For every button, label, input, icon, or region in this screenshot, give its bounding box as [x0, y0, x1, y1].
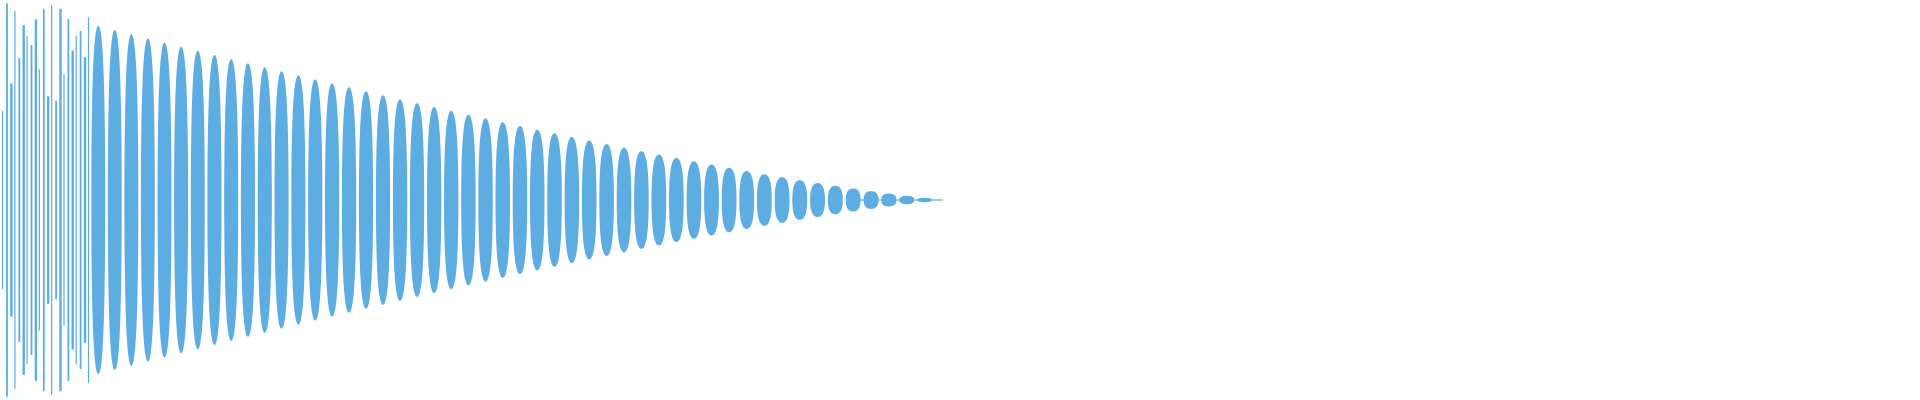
waveform-lobe [495, 122, 510, 278]
waveform-lobe [686, 161, 702, 239]
waveform-lobe [291, 75, 306, 325]
waveform-lobe [827, 185, 843, 215]
transient-spike [79, 31, 82, 369]
waveform-lobe [140, 38, 155, 362]
transient-spike [42, 8, 45, 392]
waveform-lobe [721, 167, 737, 233]
waveform-lobe [157, 42, 172, 358]
waveform-lobe [375, 95, 391, 305]
transient-spike [47, 96, 50, 304]
waveform-lobe [107, 30, 122, 370]
waveform-tail [850, 199, 943, 201]
waveform-lobe [240, 63, 255, 337]
waveform-lobe [341, 87, 357, 313]
waveform-lobe [530, 129, 545, 271]
waveform-lobe [358, 91, 374, 309]
waveform-lobe [739, 171, 755, 229]
waveform-lobe [392, 99, 408, 301]
transient-spike [14, 10, 16, 390]
waveform-lobe [581, 140, 597, 260]
transient-spike [55, 100, 57, 300]
waveform-lobe [257, 67, 272, 333]
waveform-lobe [599, 144, 614, 256]
waveform-lobe [792, 180, 808, 220]
transient-spike [18, 57, 21, 343]
transient-spike [10, 83, 13, 317]
transient-spike [71, 50, 74, 350]
waveform-lobe [478, 118, 493, 282]
transient-spike [34, 19, 38, 381]
waveform-lobe [704, 164, 719, 236]
transient-spike [75, 35, 77, 365]
waveform-lobe [461, 114, 476, 286]
waveform-lobe [274, 71, 289, 329]
waveform-lobe [409, 103, 425, 297]
transient-spike [2, 111, 4, 290]
waveform-lobe [547, 133, 562, 267]
waveform-lobe [427, 106, 442, 294]
waveform-lobe [91, 25, 106, 375]
transient-spike [26, 36, 28, 364]
transient-spike [83, 57, 87, 343]
waveform-lobe [651, 154, 667, 246]
transient-spike [38, 69, 40, 331]
transient-spike [63, 74, 65, 326]
waveform-lobe [174, 46, 189, 354]
waveform-lobe [124, 34, 139, 366]
transient-spike [51, 5, 53, 395]
waveform-lobe [444, 110, 459, 290]
waveform-lobe [207, 55, 222, 345]
transient-spike [22, 25, 25, 375]
transient-spike [87, 17, 90, 383]
waveform-lobe [512, 125, 528, 275]
transient-spike [67, 19, 70, 381]
waveform-lobe [325, 83, 340, 317]
waveform-lobe [224, 59, 239, 341]
waveform-lobe [774, 177, 790, 223]
waveform-lobe [190, 50, 205, 350]
waveform-lobe [669, 157, 684, 243]
transient-spike [30, 45, 33, 355]
waveform-lobe [564, 136, 580, 264]
transient-spike [6, 3, 8, 397]
waveform-lobe [634, 151, 649, 249]
waveform-lobe [756, 174, 772, 226]
waveform-lobe [308, 79, 323, 321]
waveform-lobe [616, 147, 632, 253]
transient-spike [59, 8, 62, 392]
waveform-lobe [810, 183, 825, 217]
